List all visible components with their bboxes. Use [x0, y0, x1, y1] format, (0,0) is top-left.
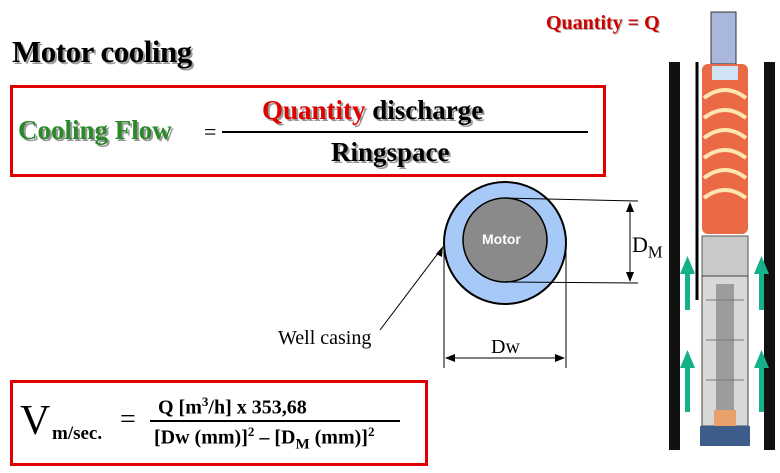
velocity-equals-sign: = [120, 404, 136, 435]
flow-arrow-head [680, 256, 695, 274]
dw-arrow-left [445, 354, 455, 362]
motor-shaft [716, 284, 734, 418]
cooling-flow-label: Cooling Flow [18, 115, 172, 145]
velocity-formula-box [10, 380, 428, 466]
cooling-flow-arrows [680, 256, 769, 412]
flow-arrow-head [754, 350, 769, 368]
flow-arrow-shaft [759, 366, 764, 412]
dm-arrow-bottom [626, 272, 634, 282]
velocity-unit: m/sec. [52, 423, 103, 444]
quantity-word: Quantity [262, 95, 366, 125]
discharge-word: discharge [365, 95, 484, 125]
pump-illustration [669, 11, 775, 450]
dm-extension-bottom [504, 281, 639, 284]
cooling-denominator: Ringspace [331, 137, 450, 167]
flow-arrow-shaft [759, 272, 764, 310]
cooling-numerator: Quantity discharge [262, 95, 483, 126]
inlet-section [701, 235, 749, 277]
velocity-numerator: Q [m3/h] x 353,68 [158, 394, 307, 419]
well-casing-label: Well casing [278, 327, 372, 349]
motor-label: Motor [482, 231, 521, 247]
dw-arrow-right [555, 354, 565, 362]
velocity-denominator: [Dw (mm)]2 – [DM (mm)]2 [154, 424, 375, 453]
well-casing-leader [379, 247, 443, 331]
page-title: Motor cooling [12, 34, 192, 69]
discharge-pipe [710, 11, 737, 65]
impeller-lines [702, 88, 748, 200]
dm-arrow-top [626, 202, 634, 212]
flow-arrow-shaft [685, 272, 690, 310]
dw-label: Dw [491, 336, 520, 358]
cooling-formula-box [10, 85, 606, 177]
flow-arrow-head [754, 256, 769, 274]
quantity-label: Quantity = Q [546, 12, 660, 34]
flow-arrow-head [680, 350, 695, 368]
pump-top-highlight [712, 66, 738, 80]
dm-label: DM [632, 232, 663, 262]
motor-base [700, 426, 750, 446]
velocity-fraction-line [150, 420, 400, 422]
flow-arrow-shaft [685, 366, 690, 412]
velocity-symbol: V [20, 398, 51, 444]
well-casing-leader-arrow [436, 246, 443, 257]
cooling-fraction-line [222, 131, 588, 133]
cooling-equals-sign: = [204, 119, 217, 144]
motor-bearing [714, 410, 736, 426]
dm-extension-top [504, 197, 639, 202]
